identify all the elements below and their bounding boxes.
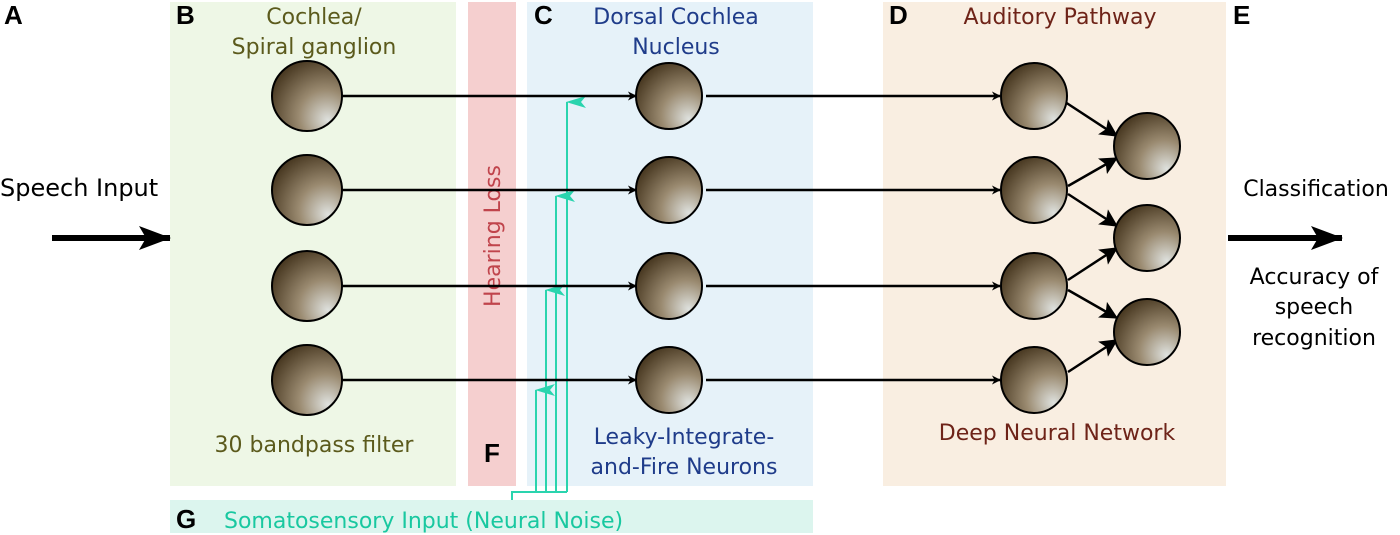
hearing-loss-panel (468, 2, 516, 486)
panel-letter-g: G (176, 504, 196, 534)
dnn-input-neuron-4 (1000, 346, 1068, 414)
dnn-caption: Deep Neural Network (939, 421, 1176, 446)
auditory-pathway-title: Auditory Pathway (963, 5, 1156, 30)
dnn-output-neuron-1 (1113, 112, 1181, 180)
panel-letter-e: E (1233, 0, 1250, 30)
cochlea-neuron-1 (271, 60, 343, 132)
panel-letter-d: D (889, 0, 908, 30)
panel-letter-b: B (176, 0, 195, 30)
cochlea-neuron-4 (271, 344, 343, 416)
dnn-input-neuron-1 (1000, 62, 1068, 130)
dcn-title-line1: Dorsal Cochlea (593, 5, 758, 30)
layer-connections (342, 91, 1001, 385)
dcn-neuron-1 (635, 62, 703, 130)
lif-caption-line2: and-Fire Neurons (591, 455, 778, 480)
somatosensory-label: Somatosensory Input (Neural Noise) (224, 509, 623, 534)
dcn-neuron-3 (635, 252, 703, 320)
cochlea-title-line1: Cochlea/ (266, 5, 362, 30)
accuracy-caption-line1: Accuracy of (1250, 265, 1380, 290)
dnn-connections (1061, 98, 1119, 374)
panel-letter-a: A (4, 0, 23, 30)
dcn-neuron-2 (635, 156, 703, 224)
bandpass-caption: 30 bandpass filter (215, 433, 415, 458)
dnn-output-neuron-2 (1113, 204, 1181, 272)
speech-input-label: Speech Input (0, 174, 158, 202)
accuracy-caption-line2: speech (1275, 295, 1354, 320)
panel-letter-f: F (484, 438, 500, 468)
dnn-input-neuron-3 (1000, 252, 1068, 320)
cochlea-neuron-3 (271, 250, 343, 322)
noise-input-lines (511, 96, 586, 500)
panel-letter-c: C (534, 0, 553, 30)
accuracy-caption-line3: recognition (1252, 326, 1376, 351)
lif-caption-line1: Leaky-Integrate- (594, 425, 775, 450)
dcn-title-line2: Nucleus (632, 35, 720, 60)
hearing-loss-label: Hearing Loss (481, 165, 506, 307)
classification-title: Classification (1243, 177, 1389, 202)
neurons (271, 60, 1181, 416)
cochlea-title-line2: Spiral ganglion (232, 35, 397, 60)
dcn-neuron-4 (635, 346, 703, 414)
somatosensory-panel (170, 500, 813, 533)
dnn-input-neuron-2 (1000, 156, 1068, 224)
cochlea-neuron-2 (271, 154, 343, 226)
dnn-output-neuron-3 (1113, 298, 1181, 366)
